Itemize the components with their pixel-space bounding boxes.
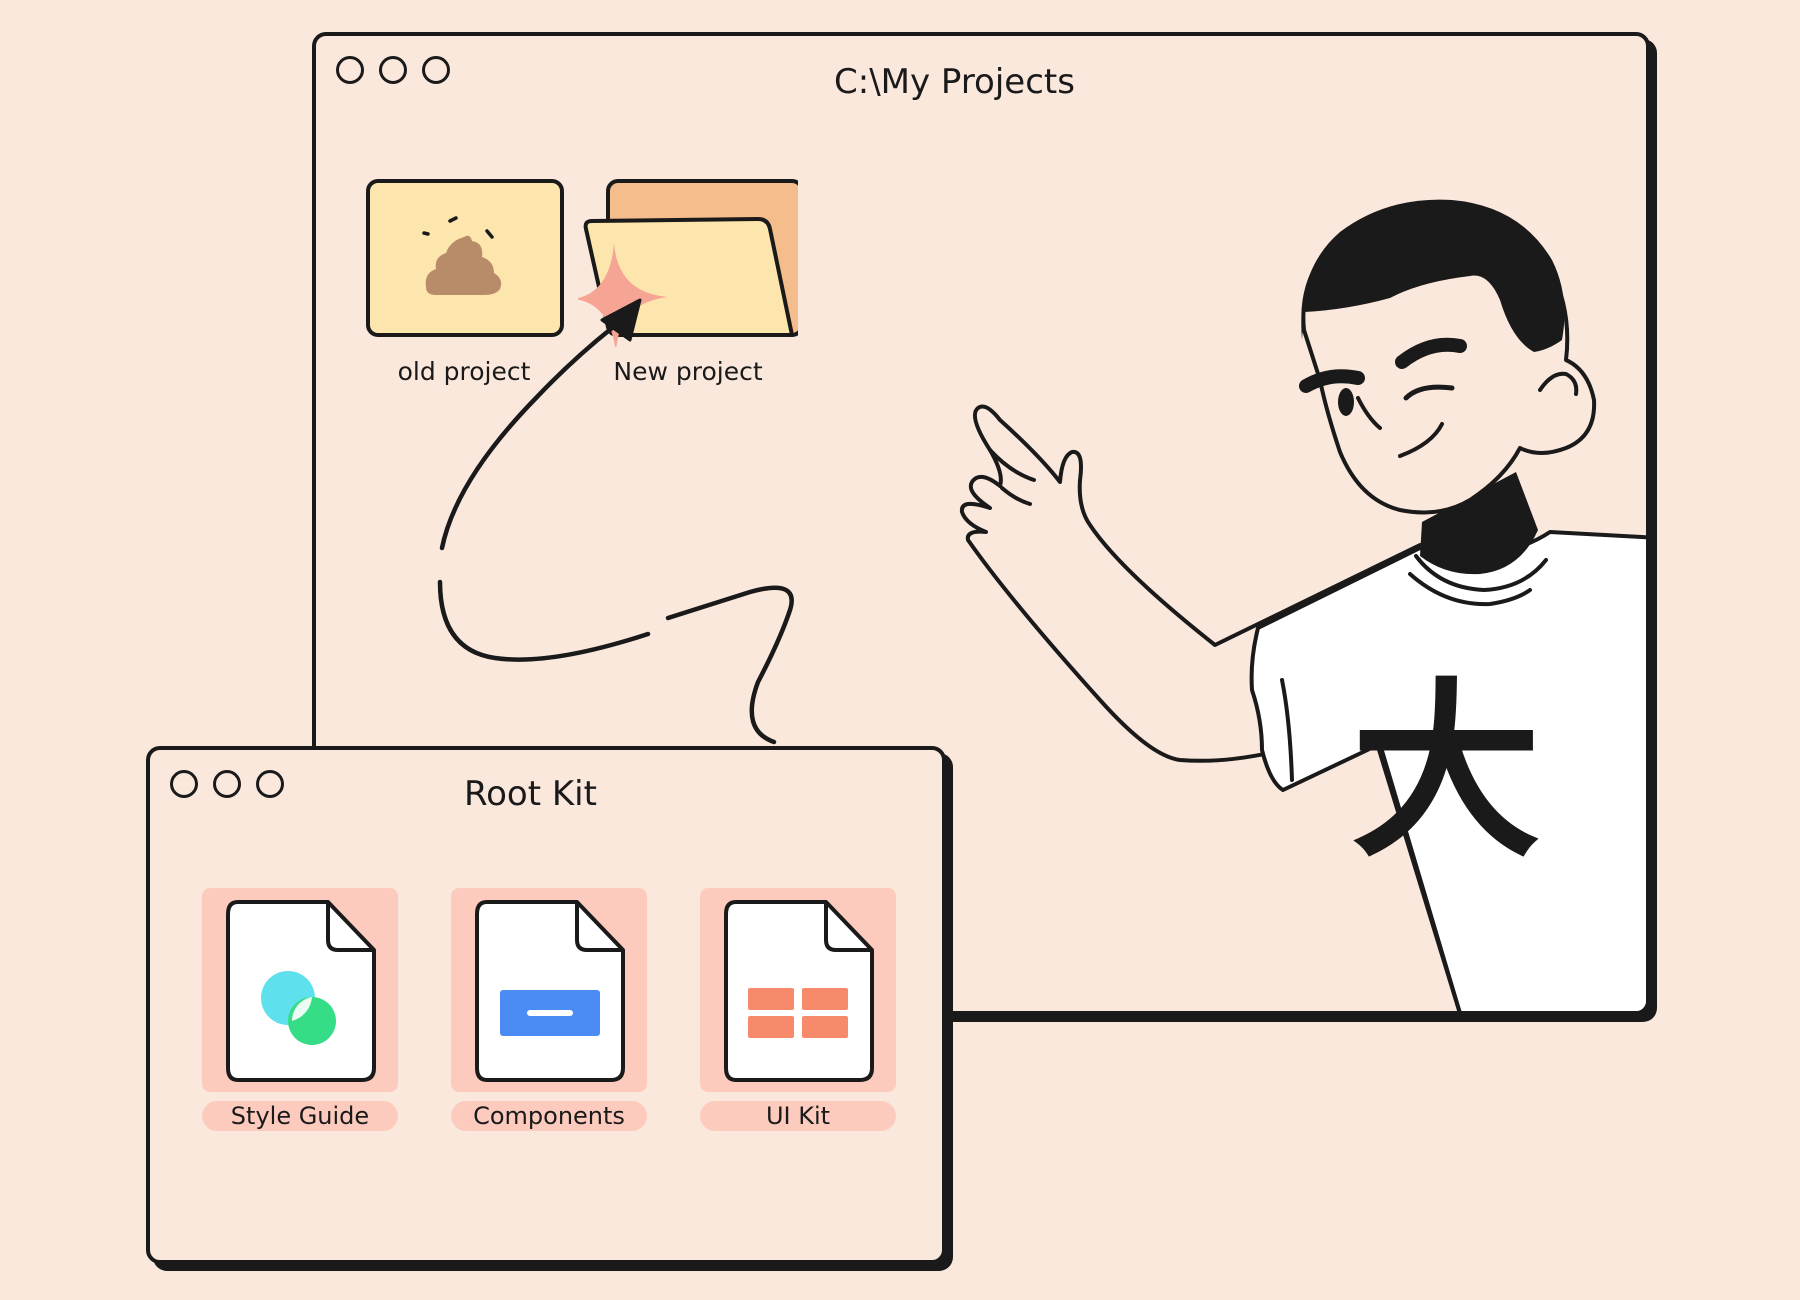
root-kit-window[interactable]: Root Kit Style Guide Components: [146, 746, 946, 1264]
document-icon: [226, 900, 376, 1082]
window-maximize-button[interactable]: [422, 56, 450, 84]
closed-folder-icon: [366, 179, 564, 337]
folder-old-project[interactable]: old project: [364, 177, 564, 397]
window-minimize-button[interactable]: [379, 56, 407, 84]
folder-new-project[interactable]: New project: [574, 177, 804, 397]
window-controls: [336, 56, 450, 84]
grid-layout-icon: [748, 988, 848, 1038]
man-pointing-illustration: 大: [959, 199, 1646, 1011]
file-label: Components: [451, 1101, 647, 1131]
character-figure: 大: [959, 199, 1646, 1011]
file-label: UI Kit: [700, 1101, 896, 1131]
folder-label: New project: [613, 357, 763, 386]
document-icon: [724, 900, 874, 1082]
file-components[interactable]: Components: [451, 888, 647, 1134]
file-style-guide[interactable]: Style Guide: [202, 888, 398, 1134]
sparkle-icon: [574, 243, 668, 353]
window-maximize-button[interactable]: [256, 770, 284, 798]
poop-icon: [422, 216, 502, 295]
shirt-glyph: 大: [1351, 662, 1541, 883]
color-circles-icon: [261, 971, 336, 1045]
window-minimize-button[interactable]: [213, 770, 241, 798]
document-icon: [475, 900, 625, 1082]
file-label: Style Guide: [202, 1101, 398, 1131]
window-controls: [170, 770, 284, 798]
window-close-button[interactable]: [170, 770, 198, 798]
file-ui-kit[interactable]: UI Kit: [700, 888, 896, 1134]
window-title: C:\My Projects: [834, 62, 1075, 102]
open-folder-icon: [574, 179, 804, 353]
window-close-button[interactable]: [336, 56, 364, 84]
button-component-icon: [500, 990, 600, 1036]
folder-label: old project: [397, 357, 531, 386]
window-title: Root Kit: [464, 774, 597, 814]
